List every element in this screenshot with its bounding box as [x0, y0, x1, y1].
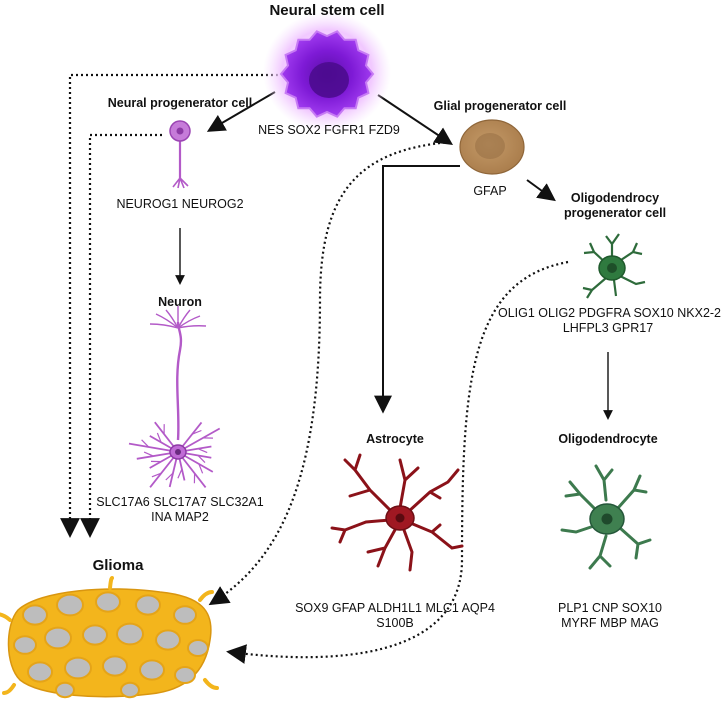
astrocyte-icon: [330, 453, 464, 572]
dotted-arrow-neural-progenitor-to-glioma: [80, 133, 162, 538]
glial-progenitor-cell-icon: [459, 119, 525, 175]
dotted-arrow-opc-to-glioma: [226, 260, 569, 664]
neural-stem-cell-markers: NES SOX2 FGFR1 FZD9: [258, 123, 400, 137]
opc-markers-line1: OLIG1 OLIG2 PDGFRA SOX10 NKX2-2: [498, 306, 721, 320]
astrocyte-title: Astrocyte: [366, 432, 424, 446]
oligodendrocyte-progenitor-cell-icon: [582, 233, 646, 299]
opc-title-line1: Oligodendrocy: [570, 191, 660, 205]
neuron-icon: [128, 306, 221, 488]
neural-progenitor-cell-markers: NEUROG1 NEUROG2: [116, 197, 244, 211]
oligodendrocyte-markers-line1: PLP1 CNP SOX10: [558, 601, 662, 615]
glial-progenitor-cell-title: Glial progenerator cell: [433, 99, 567, 113]
solid-arrows: [175, 91, 613, 420]
oligodendrocyte-icon: [560, 464, 652, 570]
glioma-tissue-icon: [0, 576, 219, 699]
opc-markers-line2: LHFPL3 GPR17: [562, 321, 654, 335]
astrocyte-markers-line1: SOX9 GFAP ALDH1L1 MLC1 AQP4: [295, 601, 495, 615]
neural-progenitor-cell-title: Neural progenerator cell: [107, 96, 253, 110]
neuron-title: Neuron: [158, 295, 202, 309]
arrow-stem-to-glial-progenitor: [377, 94, 453, 145]
neuron-markers-line1: SLC17A6 SLC17A7 SLC32A1: [96, 495, 264, 509]
glioma-title: Glioma: [92, 557, 144, 574]
oligodendrocyte-markers-line2: MYRF MBP MAG: [561, 616, 659, 630]
arrow-stem-to-neural-progenitor: [206, 91, 276, 132]
dotted-arrows: [60, 73, 569, 664]
neural-progenitor-cell-icon: [169, 120, 191, 189]
oligodendrocyte-title: Oligodendrocyte: [558, 432, 658, 446]
neural-stem-cell-icon: [263, 12, 391, 132]
arrow-glial-progenitor-to-astrocyte: [374, 165, 460, 414]
dotted-arrow-glial-progenitor-to-glioma: [208, 140, 451, 606]
neural-stem-cell-title: Neural stem cell: [269, 2, 385, 19]
astrocyte-markers-line2: S100B: [376, 616, 414, 630]
arrow-glial-progenitor-to-opc: [526, 179, 556, 202]
opc-title-line2: progenerator cell: [563, 206, 667, 220]
glial-progenitor-cell-markers: GFAP: [473, 184, 507, 198]
neuron-markers-line2: INA MAP2: [151, 510, 209, 524]
